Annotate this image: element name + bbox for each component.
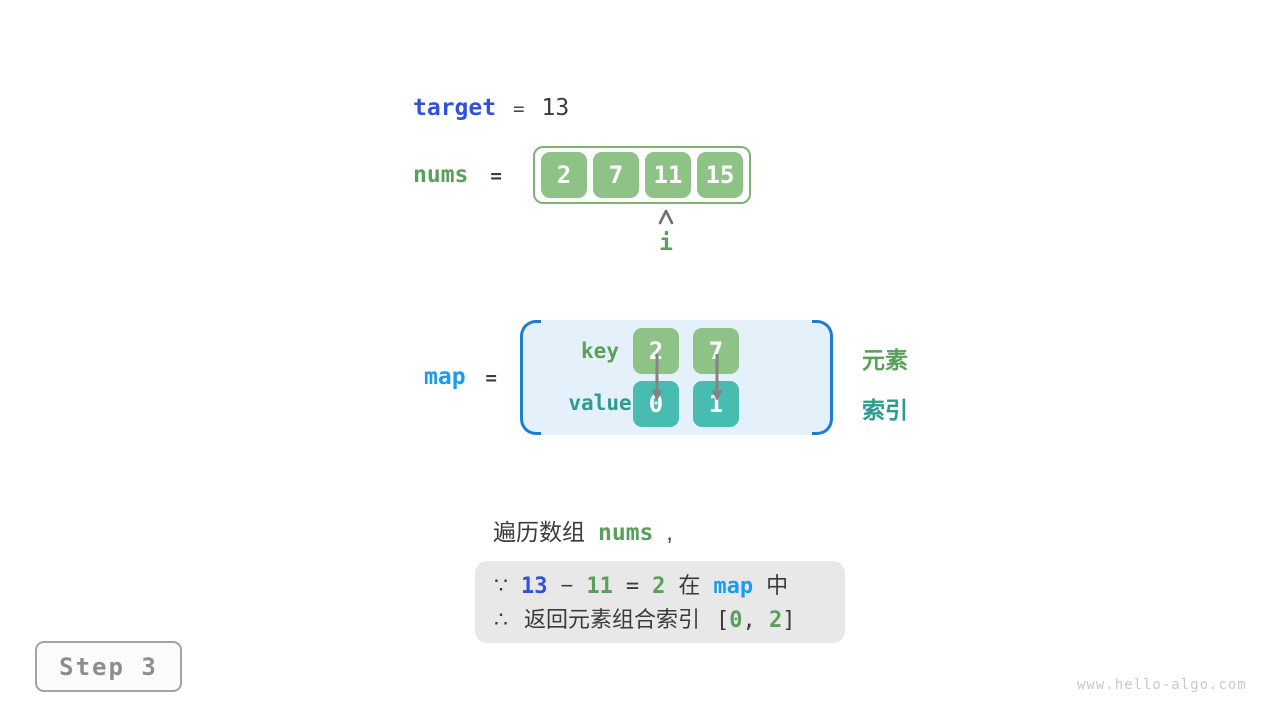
index-pair: [ 0 , 2 ] bbox=[716, 608, 796, 633]
nums-array: 2 7 11 15 bbox=[533, 146, 751, 204]
comma: , bbox=[742, 608, 770, 633]
in-word: 在 bbox=[678, 573, 701, 598]
result-value: 2 bbox=[652, 574, 666, 599]
conclusion-note-box: ∵ 13 − 11 = 2 在 map 中 ∴ 返回元素组合索引 [ 0 , 2… bbox=[475, 561, 845, 643]
target-variable-label: target bbox=[413, 95, 497, 121]
caption-sentence: 遍历数组 nums , bbox=[493, 513, 673, 547]
map-word: map bbox=[713, 574, 754, 599]
minus-sign: − bbox=[560, 573, 574, 598]
subtrahend-value: 11 bbox=[586, 574, 613, 599]
equals-sign: = bbox=[625, 574, 640, 599]
note-line-therefore: ∴ 返回元素组合索引 [ 0 , 2 ] bbox=[494, 602, 845, 636]
key-to-value-arrow-icon bbox=[650, 354, 664, 402]
because-symbol: ∵ bbox=[494, 573, 508, 598]
key-to-value-arrow-icon bbox=[710, 354, 724, 402]
nums-assignment: nums = bbox=[413, 162, 502, 188]
map-variable-label: map bbox=[424, 364, 466, 390]
caption-comma: , bbox=[666, 519, 673, 545]
return-text: 返回元素组合索引 bbox=[524, 607, 701, 632]
therefore-symbol: ∴ bbox=[494, 607, 508, 632]
open-bracket: [ bbox=[716, 608, 730, 633]
array-cell: 15 bbox=[697, 152, 743, 198]
close-bracket: ] bbox=[782, 608, 796, 633]
caption-text: 遍历数组 bbox=[493, 519, 585, 545]
minuend-value: 13 bbox=[521, 574, 548, 599]
element-side-label: 元素 bbox=[862, 347, 908, 373]
index-0: 0 bbox=[729, 608, 743, 633]
pointer-caret-icon bbox=[656, 209, 676, 225]
watermark-url: www.hello-algo.com bbox=[1077, 677, 1247, 693]
map-value-row-label: value bbox=[568, 391, 632, 415]
target-value: 13 bbox=[541, 95, 570, 121]
equals-sign: = bbox=[490, 165, 502, 187]
map-key-row-label: key bbox=[581, 339, 619, 363]
hash-map-panel: key value 2 7 0 1 bbox=[520, 320, 833, 435]
map-assignment: map = bbox=[424, 364, 497, 390]
target-assignment: target = 13 bbox=[413, 95, 569, 121]
equals-sign: = bbox=[485, 367, 497, 389]
index-2: 2 bbox=[769, 608, 783, 633]
nums-variable-label: nums bbox=[413, 162, 469, 188]
index-side-label: 索引 bbox=[862, 397, 908, 423]
note-line-because: ∵ 13 − 11 = 2 在 map 中 bbox=[494, 568, 845, 602]
equals-sign: = bbox=[513, 98, 525, 120]
step-badge: Step 3 bbox=[35, 641, 182, 692]
zhong-word: 中 bbox=[766, 573, 789, 598]
pointer-label: i bbox=[659, 230, 673, 256]
array-cell: 7 bbox=[593, 152, 639, 198]
array-cell: 2 bbox=[541, 152, 587, 198]
caption-code-nums: nums bbox=[598, 520, 654, 546]
array-cell: 11 bbox=[645, 152, 691, 198]
